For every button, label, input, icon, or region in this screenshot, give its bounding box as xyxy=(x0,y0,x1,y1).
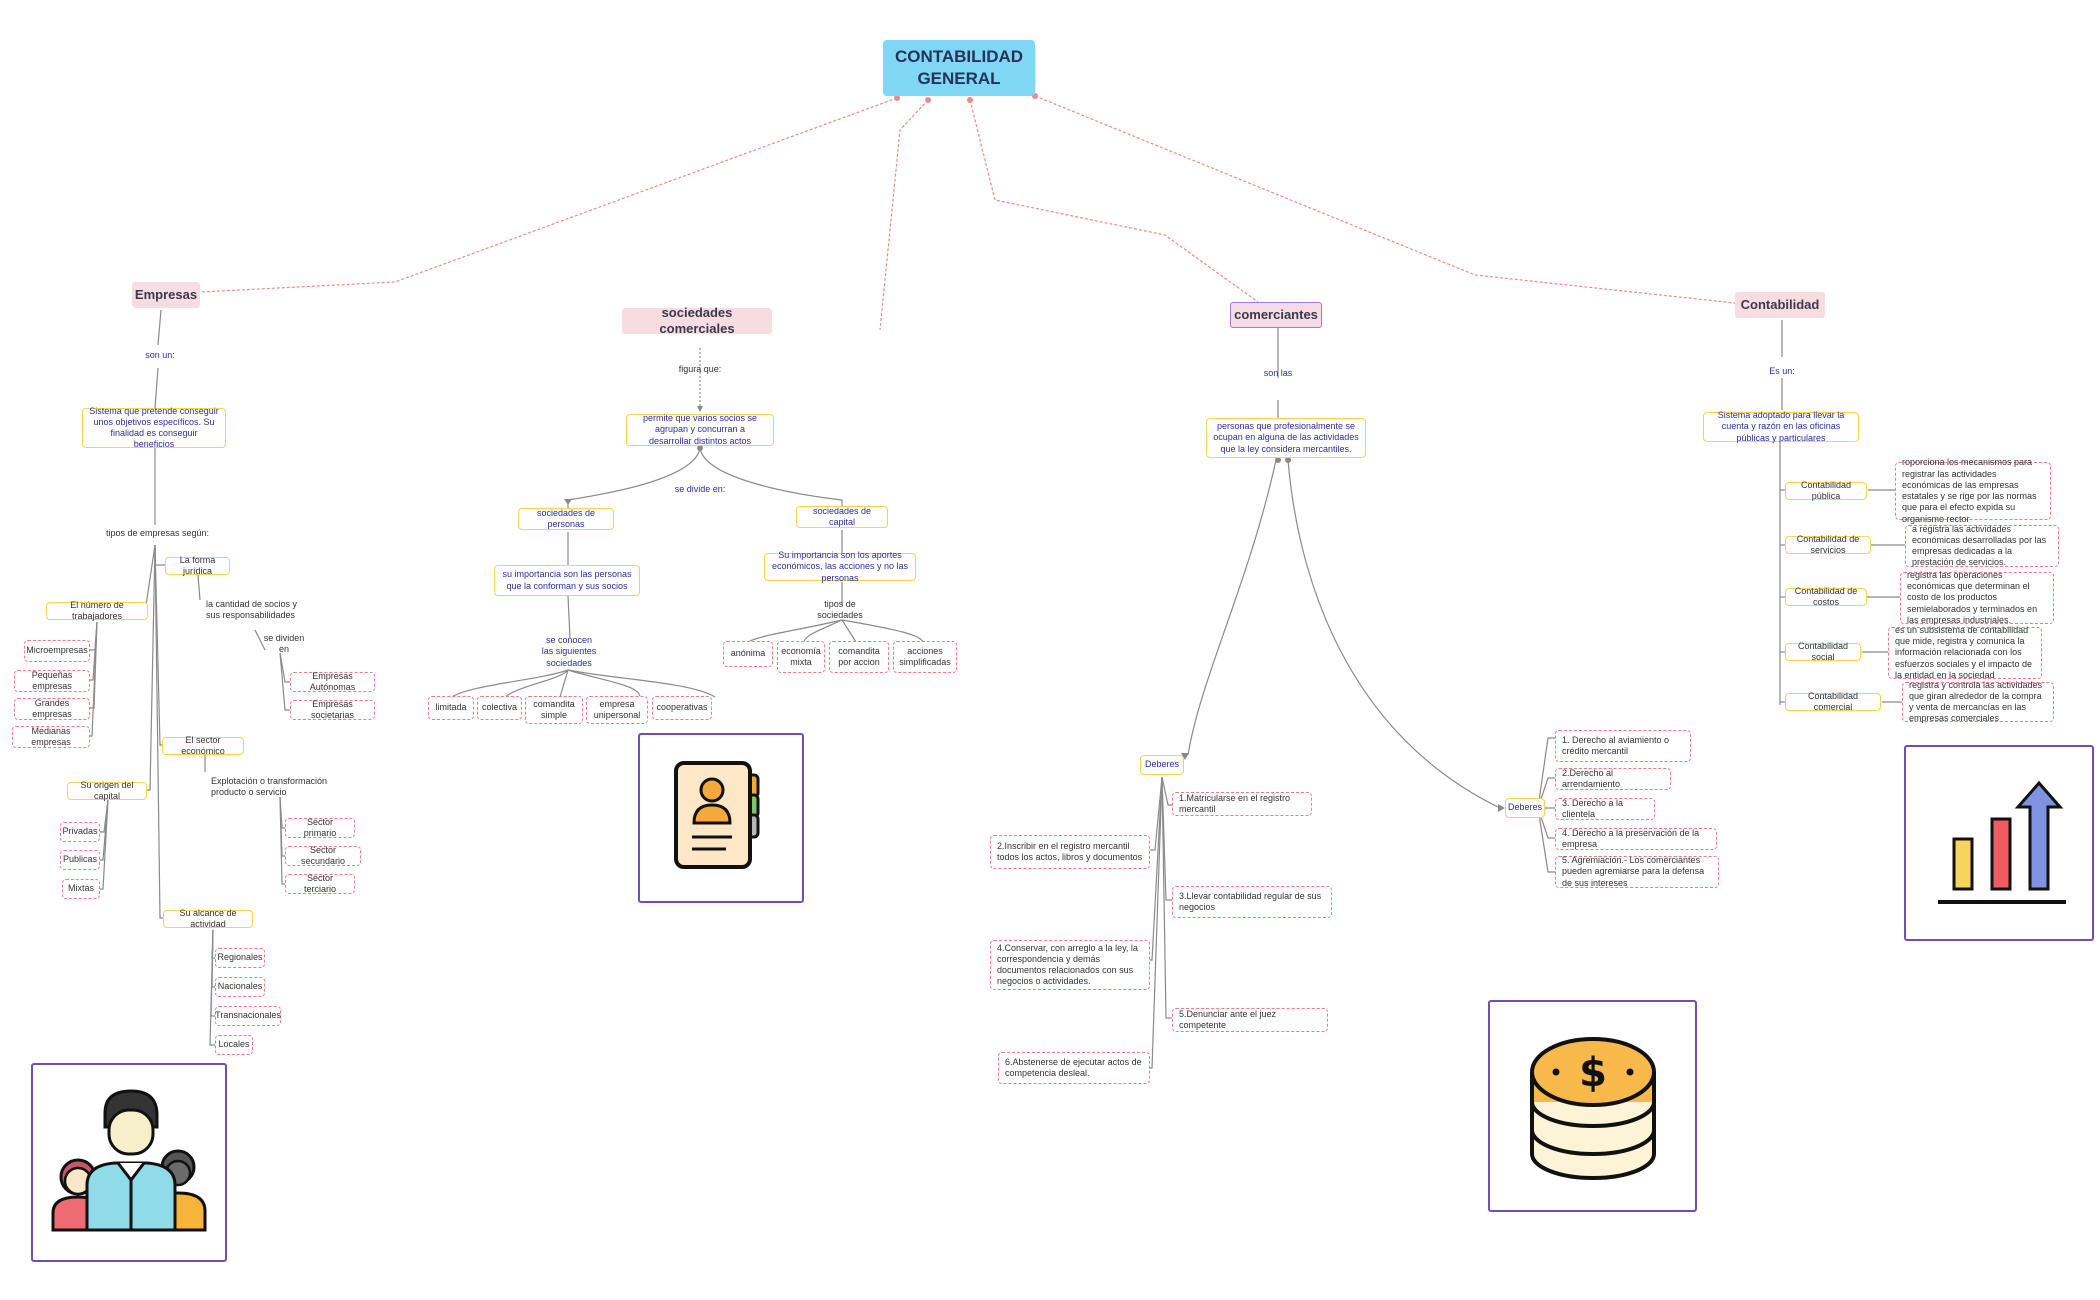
empresas-capital[interactable]: Su origen del capital xyxy=(67,780,147,801)
contabilidad-type[interactable]: Contabilidad comercial xyxy=(1785,691,1881,712)
deberes-item[interactable]: 3.Llevar contabilidad regular de sus neg… xyxy=(1172,886,1332,918)
contabilidad-type[interactable]: Contabilidad pública xyxy=(1785,480,1867,501)
branch-contabilidad[interactable]: Contabilidad xyxy=(1735,292,1825,318)
empresas-trabajadores[interactable]: El número de trabajadores xyxy=(46,600,148,621)
coin-stack-dollar-icon: $ xyxy=(1530,1037,1656,1180)
personas-item[interactable]: empresa unipersonal xyxy=(586,696,648,724)
empresas-forma-juridica[interactable]: La forma jurídica xyxy=(165,555,230,576)
contact-card-icon xyxy=(674,761,760,869)
sector-item[interactable]: Sector terciario xyxy=(285,873,355,894)
chart-frame xyxy=(1904,745,2094,941)
sociedades-capital[interactable]: sociedades de capital xyxy=(796,506,888,528)
contabilidad-type-desc[interactable]: registra y controla las actividades que … xyxy=(1902,680,2054,723)
contact-frame xyxy=(638,733,804,903)
contabilidad-type[interactable]: Contabilidad de servicios xyxy=(1785,534,1871,555)
derechos-item[interactable]: 3. Derecho a la clientela xyxy=(1555,798,1655,820)
alcance-item[interactable]: Locales xyxy=(215,1035,253,1055)
empresas-sector[interactable]: El sector económico xyxy=(162,735,244,756)
contabilidad-link: Es un: xyxy=(1769,366,1795,377)
empresas-types-label: tipos de empresas según: xyxy=(105,528,210,539)
capital-item[interactable]: acciones simplificadas xyxy=(893,641,957,673)
personas-importance[interactable]: su importancia son las personas que la c… xyxy=(494,565,640,596)
comerciantes-definition[interactable]: personas que profesionalmente se ocupan … xyxy=(1206,418,1366,458)
people-frame xyxy=(31,1063,227,1262)
branch-sociedades[interactable]: sociedades comerciales xyxy=(622,305,772,336)
root-node-title[interactable]: CONTABILIDAD GENERAL xyxy=(883,40,1035,96)
forma-juridica-item[interactable]: Empresas societarias xyxy=(290,699,375,720)
capital-item[interactable]: anónima xyxy=(723,641,773,667)
coins-frame: $ xyxy=(1488,1000,1697,1212)
capital-item[interactable]: Publicas xyxy=(60,850,100,870)
deberes-item[interactable]: 1.Matricularse en el registro mercantil xyxy=(1172,792,1312,816)
trabajadores-item[interactable]: Grandes empresas xyxy=(14,698,90,720)
personas-item[interactable]: colectiva xyxy=(477,696,522,720)
sector-item[interactable]: Sector secundario xyxy=(285,845,361,866)
branch-comerciantes[interactable]: comerciantes xyxy=(1230,302,1322,328)
deberes-item[interactable]: 6.Abstenerse de ejecutar actos de compet… xyxy=(998,1052,1150,1084)
bar-chart-growth-icon xyxy=(1938,780,2066,904)
comerciantes-derechos[interactable]: Deberes xyxy=(1505,798,1545,818)
capital-item[interactable]: Mixtas xyxy=(62,879,100,899)
contabilidad-type-desc[interactable]: registra las operaciones económicas que … xyxy=(1900,570,2054,625)
trabajadores-item[interactable]: Pequeñas empresas xyxy=(14,670,90,692)
trabajadores-item[interactable]: Medianas empresas xyxy=(12,726,90,748)
contabilidad-type-desc[interactable]: es un subsistema de contabilidad que mid… xyxy=(1888,625,2042,680)
sociedades-definition[interactable]: permite que varios socios se agrupan y c… xyxy=(626,413,774,446)
alcance-item[interactable]: Transnacionales xyxy=(215,1006,281,1026)
deberes-item[interactable]: 5.Denunciar ante el juez competente xyxy=(1172,1008,1328,1032)
contabilidad-type-desc[interactable]: a registra las actividades económicas de… xyxy=(1905,524,2059,567)
alcance-item[interactable]: Nacionales xyxy=(215,977,265,997)
personas-known: se conocen las siguientes sociedades xyxy=(541,635,597,668)
trabajadores-item[interactable]: Microempresas xyxy=(24,640,90,662)
sociedades-divide: se divide en: xyxy=(674,484,726,495)
capital-importance[interactable]: Su importancia son los aportes económico… xyxy=(764,550,916,583)
derechos-item[interactable]: 5. Agremiación.- Los comerciantes pueden… xyxy=(1555,855,1719,888)
comerciantes-link: son las xyxy=(1263,368,1293,379)
capital-item[interactable]: comandita por accion xyxy=(829,641,889,673)
capital-types-label: tipos de sociedades xyxy=(817,598,863,620)
sector-item[interactable]: Sector primario xyxy=(285,817,355,838)
forma-juridica-desc: la cantidad de socios y sus responsabili… xyxy=(206,598,298,620)
personas-item[interactable]: comandita simple xyxy=(525,696,583,724)
personas-item[interactable]: cooperativas xyxy=(652,696,712,720)
capital-item[interactable]: economía mixta xyxy=(777,641,825,673)
derechos-item[interactable]: 4. Derecho a la preservación de la empre… xyxy=(1555,828,1717,850)
contabilidad-type[interactable]: Contabilidad de costos xyxy=(1785,586,1867,607)
svg-text:$: $ xyxy=(1579,1050,1607,1096)
capital-item[interactable]: Privadas xyxy=(60,822,100,842)
contabilidad-type-desc[interactable]: roporciona los mecanismos para registrar… xyxy=(1895,457,2051,524)
derechos-item[interactable]: 1. Derecho al aviamiento o crédito merca… xyxy=(1555,730,1691,762)
derechos-item[interactable]: 2.Derecho al arrendamiento xyxy=(1555,768,1671,790)
contabilidad-definition[interactable]: Sistema adoptado para llevar la cuenta y… xyxy=(1703,410,1859,443)
deberes-item[interactable]: 4.Conservar, con arreglo a la ley, la co… xyxy=(990,940,1150,990)
people-group-icon xyxy=(51,1089,207,1232)
sector-desc: Explotación o transformación producto o … xyxy=(211,775,328,797)
branch-empresas[interactable]: Empresas xyxy=(132,282,200,308)
forma-juridica-link: se dividen en xyxy=(263,632,305,654)
contabilidad-type[interactable]: Contabilidad social xyxy=(1785,641,1861,662)
deberes-item[interactable]: 2.Inscribir en el registro mercantil tod… xyxy=(990,835,1150,869)
sociedades-link: figura que: xyxy=(678,364,722,375)
empresas-alcance[interactable]: Su alcance de actividad xyxy=(163,908,253,929)
sociedades-personas[interactable]: sociedades de personas xyxy=(518,508,614,530)
personas-item[interactable]: limitada xyxy=(428,696,474,720)
forma-juridica-item[interactable]: Empresas Autónomas xyxy=(290,671,375,692)
empresas-link: son un: xyxy=(145,350,175,361)
comerciantes-deberes[interactable]: Deberes xyxy=(1140,755,1184,775)
alcance-item[interactable]: Regionales xyxy=(215,948,265,968)
empresas-definition[interactable]: Sistema que pretende conseguir unos obje… xyxy=(82,406,226,449)
